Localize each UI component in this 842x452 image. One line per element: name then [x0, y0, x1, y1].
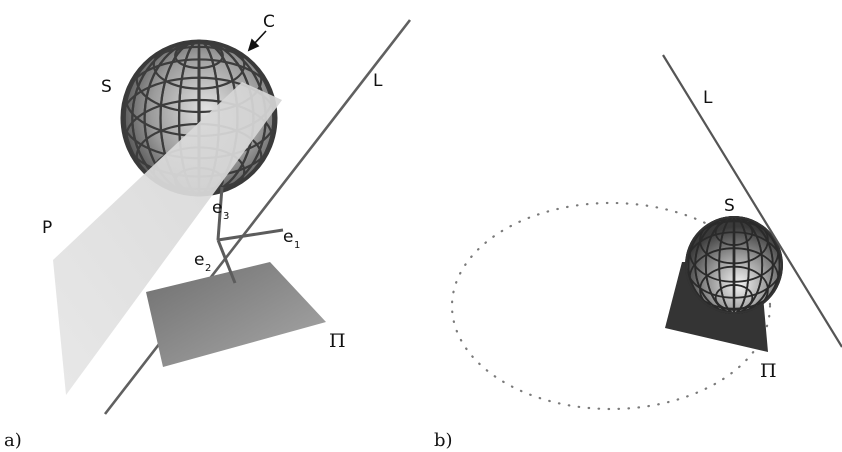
label-s: S [101, 77, 112, 97]
label-e2: e [194, 250, 204, 270]
plane-p [53, 82, 282, 395]
line-l-b [662, 54, 842, 348]
label-p: P [42, 218, 52, 238]
caption-a: a) [4, 430, 22, 451]
vector-e1 [217, 228, 284, 242]
dotted-orbit [450, 201, 772, 411]
label-pi: Π [329, 330, 346, 352]
plane-pi [146, 262, 326, 367]
label-e1-sub: 1 [294, 240, 300, 251]
panel-a: C S L P e 3 e 1 e 2 Π a) [4, 12, 412, 451]
label-l: L [373, 71, 383, 91]
sphere-s-b [685, 216, 783, 314]
caption-b: b) [434, 430, 453, 451]
label-c: C [263, 12, 275, 32]
label-e3-sub: 3 [223, 211, 229, 222]
label-e2-sub: 2 [205, 263, 211, 274]
label-e3: e [212, 198, 222, 218]
line-l [103, 19, 412, 415]
vector-e2 [216, 239, 237, 284]
arrow-to-c [247, 30, 267, 52]
panel-b: L S Π b) [434, 54, 842, 451]
label-e1: e [283, 227, 293, 247]
label-s-b: S [724, 196, 735, 216]
basis-vectors [216, 186, 284, 284]
label-l-b: L [703, 88, 713, 108]
label-pi-b: Π [760, 360, 777, 382]
vector-e3 [216, 186, 224, 241]
